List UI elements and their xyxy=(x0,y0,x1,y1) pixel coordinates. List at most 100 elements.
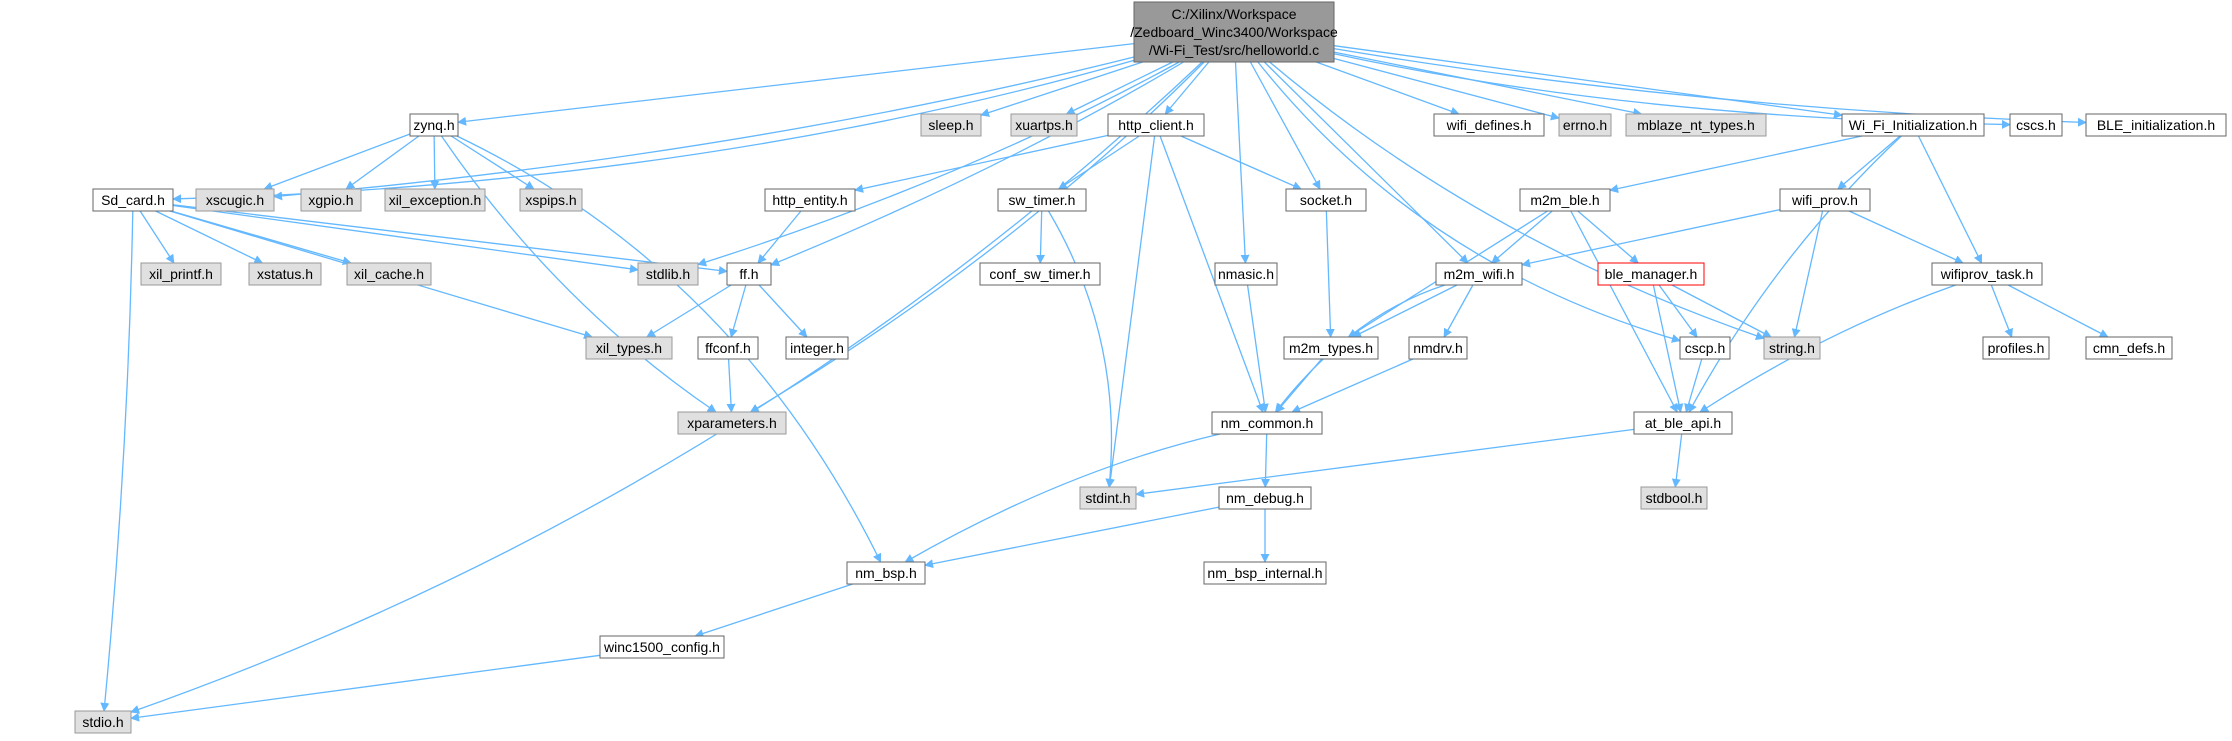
node-box-root xyxy=(1133,1,1335,63)
edge-ble_manager-to-string xyxy=(1671,284,1772,338)
node-label-xil_exception: xil_exception.h xyxy=(389,192,482,208)
node-label-xil_cache: xil_cache.h xyxy=(354,266,424,282)
node-cmn_defs[interactable]: cmn_defs.h xyxy=(2085,336,2173,360)
node-label-integer: integer.h xyxy=(790,340,844,356)
node-at_ble_api[interactable]: at_ble_api.h xyxy=(1633,411,1733,435)
node-box-xil_types xyxy=(585,336,673,360)
node-label-xuartps: xuartps.h xyxy=(1015,117,1073,133)
edge-ble_manager-to-at_ble_api xyxy=(1652,284,1684,413)
node-box-wifi_init xyxy=(1841,113,1985,137)
node-sd_card[interactable]: Sd_card.h xyxy=(92,188,174,212)
node-stdio[interactable]: stdio.h xyxy=(74,710,132,734)
node-nm_common[interactable]: nm_common.h xyxy=(1211,411,1323,435)
edge-root-to-xscugic xyxy=(273,56,1135,201)
node-label-profiles: profiles.h xyxy=(1988,340,2045,356)
node-ffconf[interactable]: ffconf.h xyxy=(697,336,759,360)
edge-wifi_prov-to-string xyxy=(1791,210,1824,338)
node-sw_timer[interactable]: sw_timer.h xyxy=(997,188,1087,212)
node-http_client[interactable]: http_client.h xyxy=(1107,113,1205,137)
node-box-xparameters xyxy=(677,411,787,435)
edge-root-to-errno xyxy=(1333,57,1560,121)
edge-root-to-wifi_defines xyxy=(1316,61,1460,116)
node-box-wifi_prov xyxy=(1779,188,1871,212)
node-xgpio[interactable]: xgpio.h xyxy=(300,188,362,212)
node-xil_types[interactable]: xil_types.h xyxy=(585,336,673,360)
node-stdint[interactable]: stdint.h xyxy=(1079,486,1137,510)
node-box-http_entity xyxy=(764,188,856,212)
edge-m2m_wifi-to-nmdrv xyxy=(1443,284,1474,338)
edge-nmasic-to-nm_common xyxy=(1246,284,1269,413)
edge-m2m_ble-to-ble_manager xyxy=(1577,210,1639,264)
node-xil_cache[interactable]: xil_cache.h xyxy=(346,262,432,286)
edge-ff-to-xil_types xyxy=(646,284,732,338)
node-box-nmasic xyxy=(1214,262,1278,286)
node-wifi_prov[interactable]: wifi_prov.h xyxy=(1779,188,1871,212)
node-label-stdbool: stdbool.h xyxy=(1646,490,1703,506)
node-xuartps[interactable]: xuartps.h xyxy=(1010,113,1078,137)
node-xil_exception[interactable]: xil_exception.h xyxy=(384,188,486,212)
node-wifiprov_task[interactable]: wifiprov_task.h xyxy=(1931,262,2043,286)
node-sleep[interactable]: sleep.h xyxy=(920,113,982,137)
node-box-stdint xyxy=(1079,486,1137,510)
node-cscs[interactable]: cscs.h xyxy=(2009,113,2063,137)
node-box-xil_exception xyxy=(384,188,486,212)
node-socket[interactable]: socket.h xyxy=(1285,188,1367,212)
edge-sd_card-to-stdlib xyxy=(172,204,639,274)
node-box-sw_timer xyxy=(997,188,1087,212)
node-http_entity[interactable]: http_entity.h xyxy=(764,188,856,212)
node-xparameters[interactable]: xparameters.h xyxy=(677,411,787,435)
node-nm_bsp[interactable]: nm_bsp.h xyxy=(846,561,926,585)
node-string[interactable]: string.h xyxy=(1763,336,1821,360)
node-mblaze[interactable]: mblaze_nt_types.h xyxy=(1625,113,1767,137)
node-label-nmdrv: nmdrv.h xyxy=(1413,340,1463,356)
node-box-cmn_defs xyxy=(2085,336,2173,360)
edge-sd_card-to-ff xyxy=(172,204,728,275)
node-m2m_wifi[interactable]: m2m_wifi.h xyxy=(1435,262,1523,286)
node-nm_bsp_internal[interactable]: nm_bsp_internal.h xyxy=(1203,561,1327,585)
node-xstatus[interactable]: xstatus.h xyxy=(248,262,322,286)
node-box-nm_bsp xyxy=(846,561,926,585)
node-conf_sw_timer[interactable]: conf_sw_timer.h xyxy=(979,262,1101,286)
node-label-xil_types: xil_types.h xyxy=(596,340,662,356)
node-stdbool[interactable]: stdbool.h xyxy=(1640,486,1708,510)
node-wifi_defines[interactable]: wifi_defines.h xyxy=(1433,113,1545,137)
node-root[interactable]: C:/Xilinx/Workspace/Zedboard_Winc3400/Wo… xyxy=(1130,1,1338,63)
node-label-xparameters: xparameters.h xyxy=(687,415,776,431)
node-xscugic[interactable]: xscugic.h xyxy=(195,188,275,212)
node-stdlib[interactable]: stdlib.h xyxy=(637,262,699,286)
node-label-ble_init: BLE_initialization.h xyxy=(2097,117,2215,133)
edge-at_ble_api-to-stdbool xyxy=(1671,433,1683,488)
edge-nm_debug-to-nm_bsp xyxy=(924,506,1220,569)
node-winc1500[interactable]: winc1500_config.h xyxy=(599,635,725,659)
node-m2m_ble[interactable]: m2m_ble.h xyxy=(1519,188,1611,212)
edge-root-to-nmasic xyxy=(1234,61,1250,264)
node-errno[interactable]: errno.h xyxy=(1558,113,1612,137)
node-nmasic[interactable]: nmasic.h xyxy=(1214,262,1278,286)
node-box-ffconf xyxy=(697,336,759,360)
node-label-conf_sw_timer: conf_sw_timer.h xyxy=(989,266,1090,282)
edge-http_client-to-socket xyxy=(1180,135,1302,190)
node-xspips[interactable]: xspips.h xyxy=(519,188,583,212)
node-integer[interactable]: integer.h xyxy=(785,336,849,360)
node-box-xspips xyxy=(519,188,583,212)
node-wifi_init[interactable]: Wi_Fi_Initialization.h xyxy=(1841,113,1985,137)
node-nmdrv[interactable]: nmdrv.h xyxy=(1408,336,1468,360)
node-profiles[interactable]: profiles.h xyxy=(1982,336,2050,360)
node-nm_debug[interactable]: nm_debug.h xyxy=(1218,486,1312,510)
node-ble_init[interactable]: BLE_initialization.h xyxy=(2085,113,2227,137)
node-box-integer xyxy=(785,336,849,360)
node-cscp[interactable]: cscp.h xyxy=(1679,336,1731,360)
node-box-nm_common xyxy=(1211,411,1323,435)
edge-root-to-wifi_init xyxy=(1333,45,1843,119)
node-box-xgpio xyxy=(300,188,362,212)
node-zynq[interactable]: zynq.h xyxy=(409,113,459,137)
node-label-http_entity: http_entity.h xyxy=(772,192,847,208)
node-m2m_types[interactable]: m2m_types.h xyxy=(1283,336,1379,360)
edge-winc1500-to-stdio xyxy=(130,654,601,722)
node-ble_manager[interactable]: ble_manager.h xyxy=(1597,262,1705,286)
edge-wifiprov_task-to-at_ble_api xyxy=(1699,284,1956,413)
node-label-stdint: stdint.h xyxy=(1085,490,1130,506)
node-ff[interactable]: ff.h xyxy=(726,262,772,286)
node-xil_printf[interactable]: xil_printf.h xyxy=(140,262,222,286)
node-label-nm_bsp_internal: nm_bsp_internal.h xyxy=(1207,565,1322,581)
